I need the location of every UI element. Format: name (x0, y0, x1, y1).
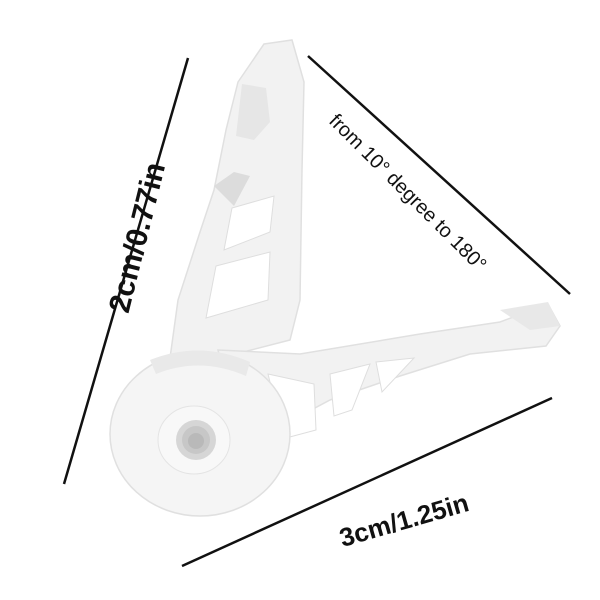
angle-dimension-line (307, 55, 571, 295)
width-dimension-line (181, 396, 553, 568)
stand-upright-arm (169, 39, 305, 361)
stand-base-arm (217, 302, 561, 439)
stand-hinge (109, 350, 291, 517)
height-dimension-line (62, 57, 190, 485)
